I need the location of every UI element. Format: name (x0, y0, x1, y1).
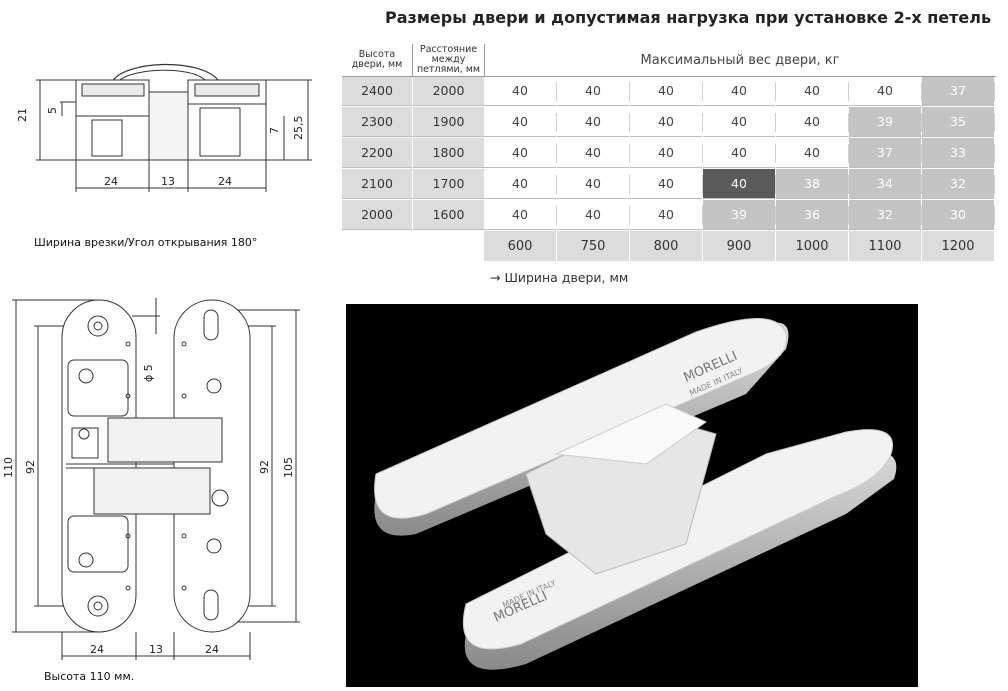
weight-cell: 40 (776, 76, 848, 106)
bottom-caption: Высота 110 мм. (44, 670, 135, 683)
hinge-photo: MORELLI MADE IN ITALY MORELLI MADE IN IT… (346, 304, 918, 687)
weight-cell: 40 (849, 76, 921, 106)
dim-105: 105 (282, 457, 295, 478)
weight-cell: 40 (484, 107, 556, 137)
dim-13: 13 (161, 175, 175, 188)
weight-cell: 37 (922, 76, 994, 106)
row-door-height: 2400 (342, 76, 412, 106)
header-hinge-spacing: Расстояние между петлями, мм (413, 44, 484, 76)
dim-7: 7 (268, 127, 281, 134)
weight-cell: 39 (703, 200, 775, 230)
dim-bottom-13: 13 (149, 643, 163, 656)
dim-24-left: 24 (104, 175, 118, 188)
weight-cell: 40 (557, 76, 629, 106)
weight-cell: 40 (557, 138, 629, 168)
weight-cell: 38 (776, 169, 848, 199)
dim-110: 110 (2, 457, 15, 478)
weight-cell: 40 (630, 169, 702, 199)
weight-cell: 40 (703, 169, 775, 199)
weight-cell: 40 (630, 107, 702, 137)
weight-cell: 40 (630, 138, 702, 168)
door-width-cell: 900 (703, 231, 775, 261)
weight-cell: 40 (484, 169, 556, 199)
dim-bottom-24-right: 24 (205, 643, 219, 656)
weight-cell: 40 (703, 138, 775, 168)
row-hinge-spacing: 1600 (413, 200, 484, 230)
header-max-weight: Максимальный вес двери, кг (640, 52, 840, 68)
top-caption: Ширина врезки/Угол открывания 180° (34, 236, 258, 249)
door-width-cell: 1000 (776, 231, 848, 261)
dim-25-5: 25,5 (292, 116, 305, 141)
dim-24-right: 24 (218, 175, 232, 188)
weight-cell: 40 (484, 138, 556, 168)
row-door-height: 2000 (342, 200, 412, 230)
weight-cell: 40 (703, 107, 775, 137)
load-table: Высота двери, мм Расстояние между петлям… (342, 44, 996, 292)
door-width-cell: 800 (630, 231, 702, 261)
dim-phi-5: ϕ 5 (142, 364, 155, 382)
hinge-illustration: MORELLI MADE IN ITALY MORELLI MADE IN IT… (374, 318, 897, 670)
weight-cell: 40 (703, 76, 775, 106)
door-width-cell: 600 (484, 231, 556, 261)
dim-5: 5 (46, 107, 59, 114)
weight-cell: 40 (630, 76, 702, 106)
page-title: Размеры двери и допустимая нагрузка при … (385, 8, 992, 27)
door-width-cell: 1200 (922, 231, 994, 261)
weight-cell: 37 (849, 138, 921, 168)
weight-cell: 32 (849, 200, 921, 230)
weight-cell: 40 (557, 107, 629, 137)
row-hinge-spacing: 1700 (413, 169, 484, 199)
row-hinge-spacing: 1800 (413, 138, 484, 168)
row-door-height: 2200 (342, 138, 412, 168)
weight-cell: 32 (922, 169, 994, 199)
door-width-label: → Ширина двери, мм (490, 269, 629, 285)
row-hinge-spacing: 1900 (413, 107, 484, 137)
bottom-dimension-drawing: ϕ 5 110 92 92 105 24 13 24 (2, 298, 300, 660)
weight-cell: 39 (849, 107, 921, 137)
row-hinge-spacing: 2000 (413, 76, 484, 106)
weight-cell: 34 (849, 169, 921, 199)
weight-cell: 35 (922, 107, 994, 137)
dim-bottom-24-left: 24 (90, 643, 104, 656)
dim-92-left: 92 (24, 460, 37, 474)
header-door-height: Высота двери, мм (342, 44, 412, 76)
weight-cell: 40 (484, 76, 556, 106)
weight-cell: 40 (776, 107, 848, 137)
weight-cell: 33 (922, 138, 994, 168)
weight-cell: 40 (557, 200, 629, 230)
weight-cell: 40 (557, 169, 629, 199)
weight-cell: 40 (484, 200, 556, 230)
table-grid (342, 44, 996, 77)
dim-21: 21 (16, 108, 29, 122)
weight-cell: 30 (922, 200, 994, 230)
weight-cell: 36 (776, 200, 848, 230)
row-door-height: 2100 (342, 169, 412, 199)
weight-cell: 40 (776, 138, 848, 168)
door-width-cell: 1100 (849, 231, 921, 261)
door-width-cell: 750 (557, 231, 629, 261)
row-door-height: 2300 (342, 107, 412, 137)
top-dimension-drawing: 21 5 7 25,5 24 13 24 (16, 63, 312, 192)
weight-cell: 40 (630, 200, 702, 230)
dim-92-right: 92 (258, 460, 271, 474)
